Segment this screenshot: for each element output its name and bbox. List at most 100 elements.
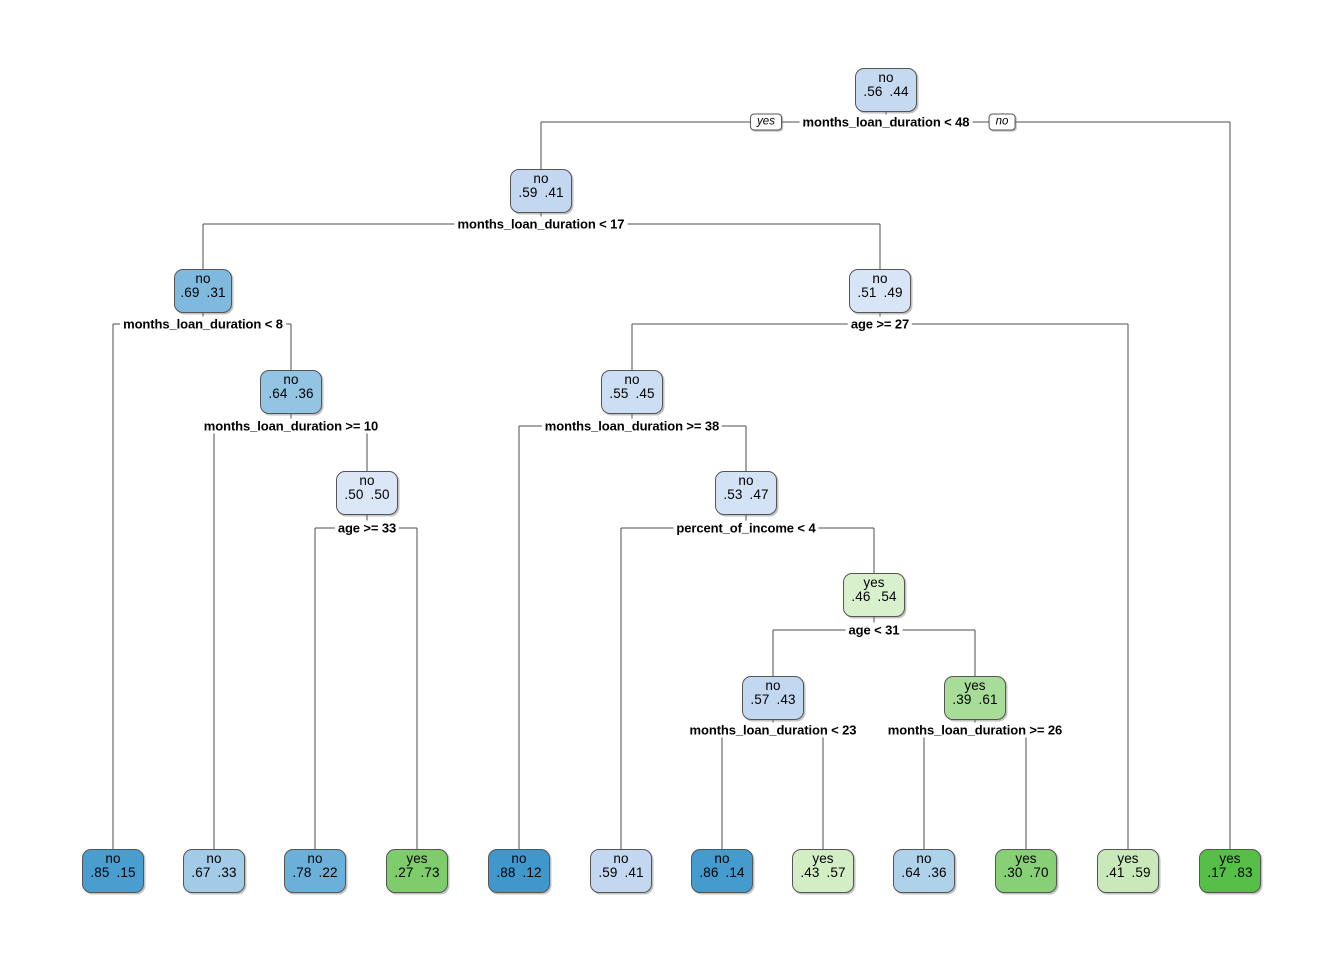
node-prob-no: .67 (191, 864, 211, 880)
node-prob-yes: .54 (877, 588, 897, 604)
node-probabilities: .41.59 (1098, 864, 1158, 880)
tree-node-l2: no.67.33 (183, 849, 245, 893)
tree-node-l6: no.59 .41 (590, 849, 652, 893)
node-prob-no: .43 (800, 864, 820, 880)
split-label-s3: months_loan_duration < 8 (120, 316, 286, 332)
node-probabilities: .57 .43 (743, 691, 803, 707)
tree-node-n3: no.69 .31 (174, 269, 232, 313)
node-class-label: yes (1117, 851, 1139, 866)
split-label-s8: percent_of_income < 4 (673, 520, 819, 536)
node-prob-yes: .15 (116, 864, 136, 880)
tree-node-n9: yes.46 .54 (843, 573, 905, 617)
node-prob-no: .78 (292, 864, 312, 880)
node-probabilities: .46 .54 (844, 588, 904, 604)
node-prob-no: .69 (180, 284, 200, 300)
split-label-s1: months_loan_duration < 48 (799, 114, 973, 130)
tree-node-l10: yes.30 .70 (995, 849, 1057, 893)
node-probabilities: .69 .31 (175, 284, 231, 300)
node-prob-yes: .41 (544, 184, 564, 200)
branch-badge-no: no (988, 113, 1016, 131)
node-class-label: no (307, 851, 323, 866)
node-prob-yes: .31 (206, 284, 226, 300)
node-class-label: no (738, 473, 754, 488)
node-prob-no: .46 (851, 588, 871, 604)
node-prob-no: .53 (723, 486, 743, 502)
node-prob-no: .55 (609, 385, 629, 401)
node-prob-yes: .45 (635, 385, 655, 401)
node-class-label: yes (406, 851, 428, 866)
node-probabilities: .59 .41 (511, 184, 571, 200)
tree-node-n10: no.57.43 (742, 676, 804, 720)
node-prob-no: .59 (518, 184, 538, 200)
tree-node-n5: no.50 .50 (336, 471, 398, 515)
node-prob-no: .39 (952, 691, 972, 707)
node-prob-no: .50 (344, 486, 364, 502)
node-probabilities: .55 .45 (602, 385, 662, 401)
node-class-label: yes (812, 851, 834, 866)
node-class-label: no (872, 271, 888, 286)
split-label-s10: months_loan_duration < 23 (686, 722, 860, 738)
tree-node-l5: no.88.12 (488, 849, 550, 893)
branch-badge-yes: yes (750, 113, 782, 131)
tree-node-l1: no.85.15 (82, 849, 144, 893)
node-probabilities: .67 .33 (184, 864, 244, 880)
node-class-label: no (613, 851, 629, 866)
node-prob-yes: .36 (927, 864, 947, 880)
tree-node-l7: no.86.14 (691, 849, 753, 893)
node-class-label: yes (964, 678, 986, 693)
node-probabilities: .78 .22 (285, 864, 345, 880)
split-label-s7: months_loan_duration >= 38 (541, 418, 723, 434)
tree-node-n4: no.64 .36 (260, 370, 322, 414)
node-class-label: no (916, 851, 932, 866)
node-class-label: no (195, 271, 211, 286)
node-class-label: yes (1219, 851, 1241, 866)
tree-node-l12: yes.17.83 (1199, 849, 1261, 893)
tree-node-n2: no.59 .41 (510, 169, 572, 213)
node-probabilities: .27.73 (387, 864, 447, 880)
node-probabilities: .59 .41 (591, 864, 651, 880)
node-prob-yes: .44 (889, 83, 909, 99)
node-prob-no: .51 (857, 284, 877, 300)
node-prob-yes: .61 (978, 691, 998, 707)
node-prob-yes: .50 (370, 486, 390, 502)
node-probabilities: .53.47 (716, 486, 776, 502)
split-label-s9: age < 31 (845, 622, 903, 638)
node-probabilities: .56.44 (856, 83, 916, 99)
node-class-label: no (283, 372, 299, 387)
tree-node-l4: yes.27.73 (386, 849, 448, 893)
node-prob-yes: .43 (776, 691, 796, 707)
node-prob-yes: .41 (624, 864, 644, 880)
node-prob-no: .57 (750, 691, 770, 707)
node-prob-no: .27 (394, 864, 414, 880)
node-prob-no: .30 (1003, 864, 1023, 880)
node-probabilities: .43.57 (793, 864, 853, 880)
node-class-label: no (359, 473, 375, 488)
tree-node-n8: no.53.47 (715, 471, 777, 515)
node-prob-yes: .22 (318, 864, 338, 880)
node-prob-yes: .33 (217, 864, 237, 880)
node-class-label: yes (863, 575, 885, 590)
node-probabilities: .88.12 (489, 864, 549, 880)
node-class-label: yes (1015, 851, 1037, 866)
split-label-s2: months_loan_duration < 17 (454, 216, 628, 232)
tree-node-l3: no.78 .22 (284, 849, 346, 893)
node-probabilities: .86.14 (692, 864, 752, 880)
node-probabilities: .85.15 (83, 864, 143, 880)
node-prob-yes: .83 (1233, 864, 1253, 880)
tree-node-n11: yes.39 .61 (944, 676, 1006, 720)
split-label-s5: age >= 33 (334, 520, 400, 536)
node-class-label: no (105, 851, 121, 866)
node-prob-yes: .59 (1131, 864, 1151, 880)
node-prob-yes: .70 (1029, 864, 1049, 880)
node-probabilities: .39 .61 (945, 691, 1005, 707)
node-prob-no: .59 (598, 864, 618, 880)
tree-node-n1: no.56.44 (855, 68, 917, 112)
node-prob-no: .88 (496, 864, 516, 880)
node-prob-yes: .36 (294, 385, 314, 401)
node-prob-yes: .14 (725, 864, 745, 880)
node-prob-no: .64 (268, 385, 288, 401)
node-class-label: no (533, 171, 549, 186)
node-prob-yes: .49 (883, 284, 903, 300)
